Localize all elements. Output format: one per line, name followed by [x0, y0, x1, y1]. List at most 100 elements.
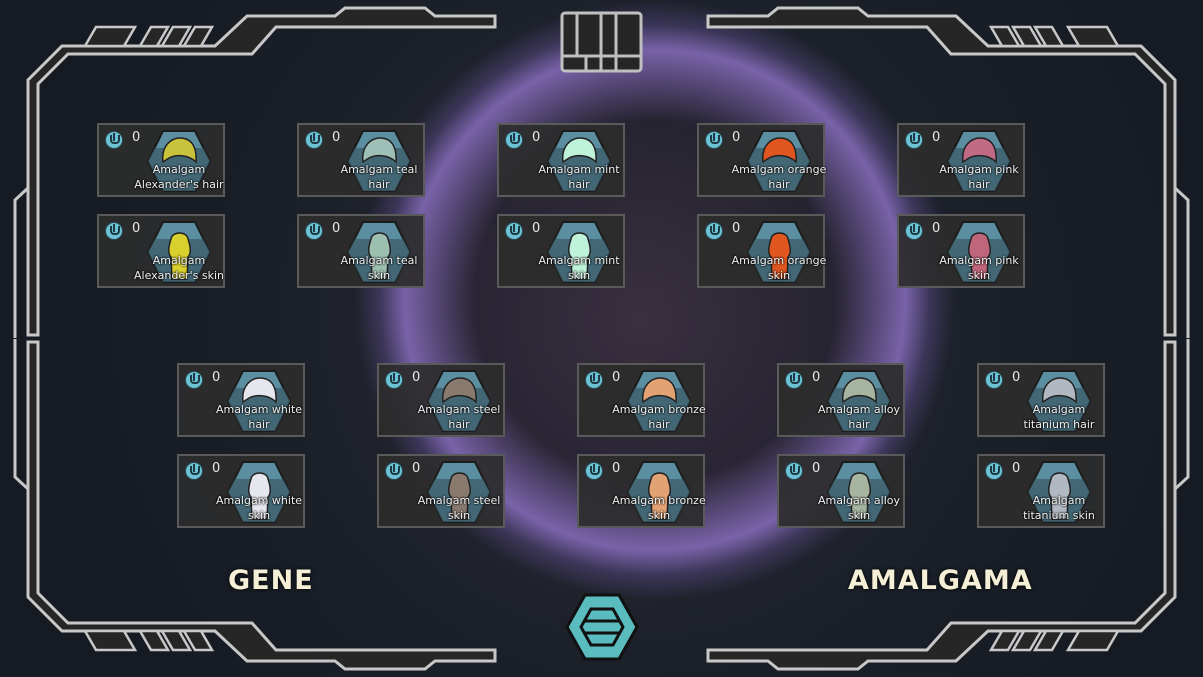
gene-point-icon: [785, 462, 803, 480]
gene-point-icon: [505, 131, 523, 149]
gene-point-icon: [105, 131, 123, 149]
gene-label: Amalgam teal skin: [340, 254, 418, 282]
gene-card[interactable]: 0 Amalgam teal skin: [297, 214, 425, 288]
gene-cost: 0: [932, 130, 941, 145]
gene-card[interactable]: 0 Amalgam titanium hair: [977, 363, 1105, 437]
skin-icon: [547, 221, 611, 283]
gene-card[interactable]: 0 Amalgam Alexander's skin: [97, 214, 225, 288]
gene-cost: 0: [332, 130, 341, 145]
gene-title: GENE: [228, 565, 314, 596]
gene-label: Amalgam orange skin: [731, 254, 827, 282]
gene-card[interactable]: 0 Amalgam white skin: [177, 454, 305, 528]
gene-label: Amalgam bronze skin: [612, 494, 706, 522]
hair-icon: [627, 370, 691, 432]
hair-icon: [227, 370, 291, 432]
gene-cost: 0: [1012, 461, 1021, 476]
hair-icon: [547, 130, 611, 192]
skin-icon: [627, 461, 691, 523]
skin-icon: [747, 221, 811, 283]
gene-card[interactable]: 0 Amalgam bronze skin: [577, 454, 706, 528]
amalgama-title: AMALGAMA: [848, 565, 1033, 596]
gene-card[interactable]: 0 Amalgam mint hair: [497, 123, 625, 197]
gene-label: Amalgam alloy skin: [817, 494, 901, 522]
gene-point-icon: [585, 371, 603, 389]
gene-card[interactable]: 0 Amalgam steel hair: [377, 363, 505, 437]
skin-icon: [147, 221, 211, 283]
gene-point-icon: [505, 222, 523, 240]
gene-label: Amalgam steel skin: [417, 494, 501, 522]
gene-point-icon: [305, 222, 323, 240]
gene-label: Amalgam Alexander's skin: [133, 254, 225, 282]
gene-label: Amalgam Alexander's hair: [134, 163, 224, 191]
grid-layout-icon[interactable]: [560, 11, 643, 73]
hexagon-menu-icon[interactable]: [565, 593, 639, 661]
gene-cost: 0: [412, 370, 421, 385]
gene-point-icon: [705, 222, 723, 240]
gene-card[interactable]: 0 Amalgam orange skin: [697, 214, 826, 288]
gene-point-icon: [585, 462, 603, 480]
gene-label: Amalgam white hair: [215, 403, 303, 431]
gene-cost: 0: [212, 461, 221, 476]
hair-icon: [427, 370, 491, 432]
gene-card[interactable]: 0 Amalgam titanium skin: [977, 454, 1105, 528]
gene-point-icon: [305, 131, 323, 149]
skin-icon: [227, 461, 291, 523]
gene-cost: 0: [812, 461, 821, 476]
gene-point-icon: [785, 371, 803, 389]
gene-card[interactable]: 0 Amalgam alloy hair: [777, 363, 905, 437]
hair-icon: [1027, 370, 1091, 432]
gene-cost: 0: [732, 221, 741, 236]
skin-icon: [427, 461, 491, 523]
gene-label: Amalgam titanium skin: [1023, 494, 1095, 522]
hair-icon: [747, 130, 811, 192]
hair-icon: [347, 130, 411, 192]
gene-cost: 0: [812, 370, 821, 385]
gene-label: Amalgam titanium hair: [1023, 403, 1095, 431]
gene-cost: 0: [532, 130, 541, 145]
gene-point-icon: [985, 462, 1003, 480]
gene-cost: 0: [132, 221, 141, 236]
gene-point-icon: [705, 131, 723, 149]
gene-card[interactable]: 0 Amalgam pink skin: [897, 214, 1025, 288]
gene-label: Amalgam orange hair: [731, 163, 827, 191]
gene-cost: 0: [132, 130, 141, 145]
gene-card[interactable]: 0 Amalgam white hair: [177, 363, 305, 437]
gene-point-icon: [385, 371, 403, 389]
hair-icon: [827, 370, 891, 432]
gene-card[interactable]: 0 Amalgam pink hair: [897, 123, 1025, 197]
gene-label: Amalgam pink skin: [939, 254, 1019, 282]
gene-card[interactable]: 0 Amalgam Alexander's hair: [97, 123, 225, 197]
gene-cost: 0: [612, 461, 621, 476]
gene-point-icon: [185, 371, 203, 389]
gene-label: Amalgam mint hair: [538, 163, 620, 191]
gene-card[interactable]: 0 Amalgam bronze hair: [577, 363, 706, 437]
gene-point-icon: [905, 222, 923, 240]
hair-icon: [947, 130, 1011, 192]
gene-card[interactable]: 0 Amalgam alloy skin: [777, 454, 905, 528]
gene-label: Amalgam bronze hair: [612, 403, 706, 431]
skin-icon: [347, 221, 411, 283]
gene-cost: 0: [1012, 370, 1021, 385]
gene-card[interactable]: 0 Amalgam steel skin: [377, 454, 505, 528]
skin-icon: [827, 461, 891, 523]
gene-card[interactable]: 0 Amalgam teal hair: [297, 123, 425, 197]
gene-cost: 0: [612, 370, 621, 385]
gene-cost: 0: [412, 461, 421, 476]
gene-point-icon: [185, 462, 203, 480]
gene-label: Amalgam mint skin: [538, 254, 620, 282]
gene-cost: 0: [532, 221, 541, 236]
gene-label: Amalgam teal hair: [340, 163, 418, 191]
gene-point-icon: [905, 131, 923, 149]
gene-cost: 0: [332, 221, 341, 236]
skin-icon: [1027, 461, 1091, 523]
gene-card[interactable]: 0 Amalgam mint skin: [497, 214, 625, 288]
gene-point-icon: [985, 371, 1003, 389]
gene-cost: 0: [932, 221, 941, 236]
gene-cost: 0: [212, 370, 221, 385]
gene-point-icon: [385, 462, 403, 480]
gene-label: Amalgam alloy hair: [817, 403, 901, 431]
gene-card[interactable]: 0 Amalgam orange hair: [697, 123, 826, 197]
gene-label: Amalgam steel hair: [417, 403, 501, 431]
hair-icon: [147, 130, 211, 192]
